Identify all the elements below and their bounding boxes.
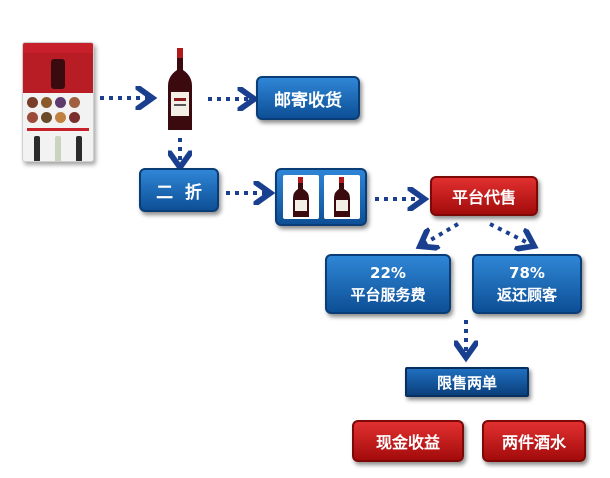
service-fee-percent: 22% (370, 264, 406, 282)
discount-label: 二 折 (156, 182, 202, 203)
platform-sale-node: 平台代售 (430, 176, 538, 216)
cash-income-node: 现金收益 (352, 420, 464, 462)
platform-sale-label: 平台代售 (451, 188, 516, 207)
mail-receive-label: 邮寄收货 (274, 90, 342, 111)
return-customer-percent: 78% (509, 264, 545, 282)
limit-two-orders-label: 限售两单 (436, 373, 497, 392)
discount-node: 二 折 (139, 168, 219, 212)
cash-income-label: 现金收益 (375, 433, 440, 452)
return-customer-label: 返还顾客 (496, 286, 557, 304)
service-fee-node: 22% 平台服务费 (325, 254, 451, 314)
mail-receive-node: 邮寄收货 (256, 76, 360, 120)
two-wines-node: 两件酒水 (482, 420, 586, 462)
two-wines-label: 两件酒水 (501, 433, 566, 452)
phone-shop-icon (22, 42, 94, 162)
service-fee-label: 平台服务费 (350, 286, 426, 304)
arrow-platform-to-service (422, 222, 460, 245)
limit-two-orders-node: 限售两单 (405, 367, 529, 397)
arrow-platform-to-return (489, 222, 532, 245)
two-bottles-icon (275, 168, 367, 226)
wine-bottle-icon (168, 48, 192, 130)
return-customer-node: 78% 返还顾客 (472, 254, 582, 314)
